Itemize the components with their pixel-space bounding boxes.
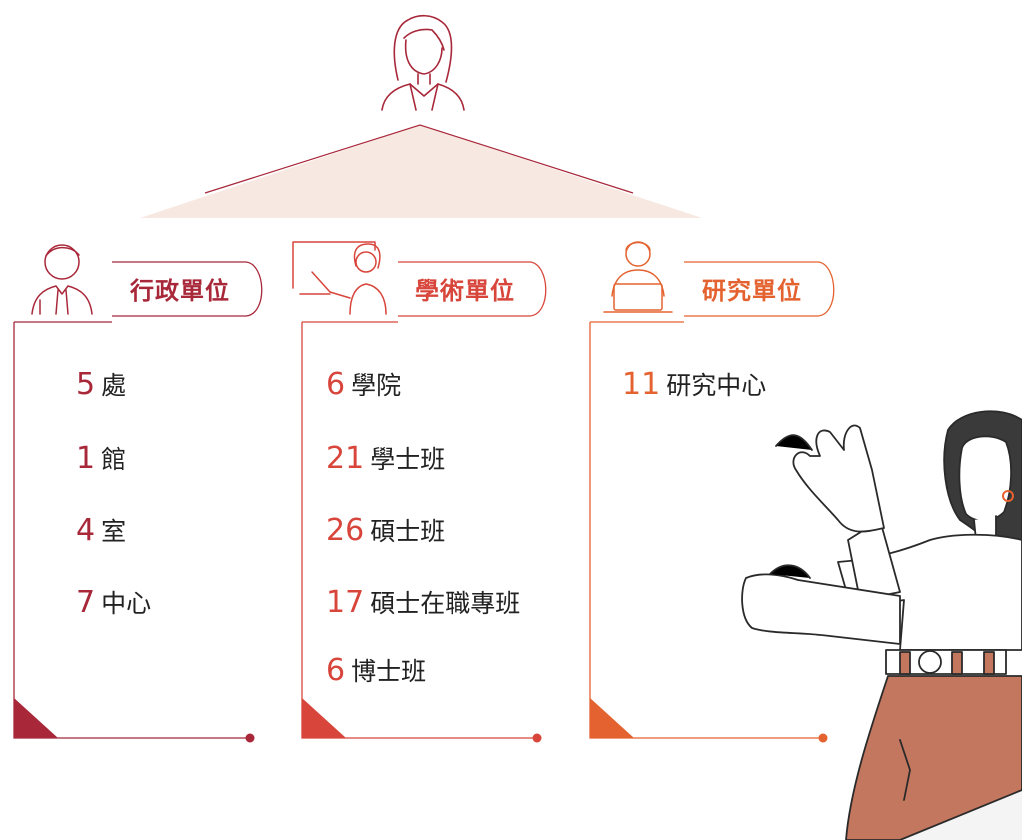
item-label: 室 <box>101 517 127 546</box>
item-label: 處 <box>101 371 127 400</box>
item-count: 1 <box>76 441 96 476</box>
list-item: 6 博士班 <box>326 652 426 688</box>
item-count: 26 <box>326 513 365 548</box>
item-label: 研究中心 <box>666 371 767 400</box>
item-count: 4 <box>76 513 96 548</box>
item-label: 博士班 <box>351 657 427 686</box>
academic-frame <box>301 261 547 743</box>
column-label-research: 研究單位 <box>702 276 802 305</box>
item-count: 21 <box>326 441 365 476</box>
man-suit-icon <box>31 244 93 315</box>
waving-woman-illustration <box>741 410 1022 840</box>
item-count: 6 <box>326 653 346 688</box>
list-item: 4 室 <box>76 512 126 548</box>
list-item: 26 碩士班 <box>326 512 445 548</box>
list-item: 1 館 <box>76 440 126 476</box>
roof <box>140 124 702 218</box>
item-label: 碩士在職專班 <box>370 589 521 618</box>
admin-frame <box>13 261 263 743</box>
research-frame <box>589 261 835 743</box>
item-label: 中心 <box>101 589 152 618</box>
teacher-board-icon <box>292 241 387 315</box>
leader-woman-icon <box>381 14 465 111</box>
list-item: 6 學院 <box>326 366 401 402</box>
item-label: 學士班 <box>370 445 446 474</box>
list-item: 21 學士班 <box>326 440 445 476</box>
item-count: 17 <box>326 585 365 620</box>
person-laptop-icon <box>603 241 673 313</box>
item-label: 館 <box>101 445 127 474</box>
item-count: 5 <box>76 367 96 402</box>
item-count: 7 <box>76 585 96 620</box>
item-count: 6 <box>326 367 346 402</box>
list-item: 17 碩士在職專班 <box>326 584 520 620</box>
list-item: 5 處 <box>76 366 126 402</box>
item-label: 學院 <box>351 371 402 400</box>
list-item: 7 中心 <box>76 584 151 620</box>
item-count: 11 <box>622 367 661 402</box>
column-label-academic: 學術單位 <box>415 276 515 305</box>
list-item: 11 研究中心 <box>622 366 766 402</box>
item-label: 碩士班 <box>370 517 446 546</box>
column-label-admin: 行政單位 <box>130 276 230 305</box>
